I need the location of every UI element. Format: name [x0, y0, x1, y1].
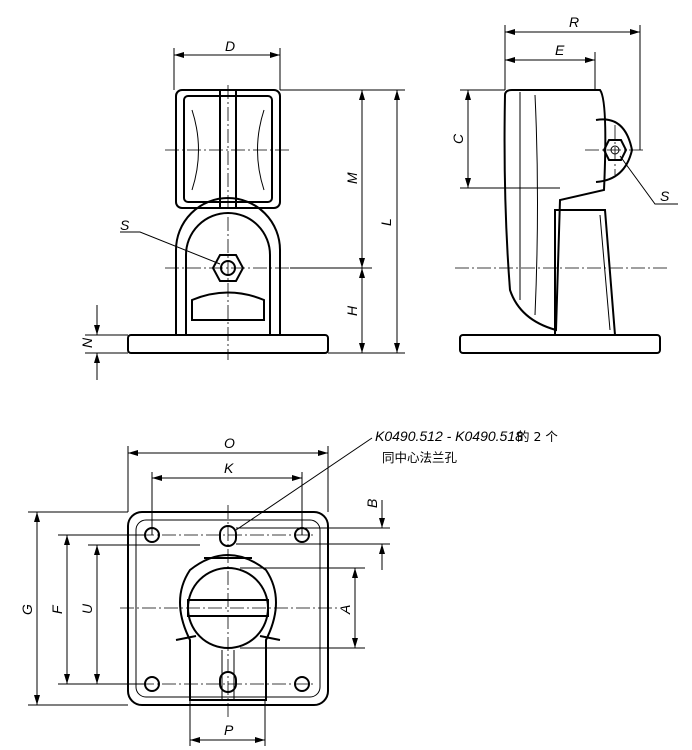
dim-label-s-side: S	[660, 188, 670, 204]
bottom-view: O K B G F U A P K0490.512 - K0490.518 的 …	[19, 428, 558, 746]
dim-label-c: C	[450, 133, 466, 144]
side-view: R E C S	[450, 14, 678, 354]
dim-label-a: A	[337, 605, 353, 615]
dim-label-k: K	[224, 460, 234, 476]
dim-label-o: O	[224, 435, 235, 451]
annotation-part-numbers: K0490.512 - K0490.518	[375, 428, 523, 444]
dim-label-s-front: S	[120, 217, 130, 233]
dim-label-n: N	[79, 337, 95, 348]
dim-label-e: E	[555, 42, 565, 58]
dim-label-r: R	[569, 14, 579, 30]
dim-label-b: B	[364, 499, 380, 508]
front-view: D M L H N S	[79, 38, 405, 380]
annotation-line1-suffix: 的 2 个	[517, 429, 558, 444]
dim-label-l: L	[378, 218, 394, 226]
dim-label-d: D	[225, 38, 235, 54]
dim-label-f: F	[49, 604, 65, 614]
dim-label-p: P	[224, 722, 234, 738]
dim-label-g: G	[19, 604, 35, 615]
annotation-line2: 同中心法兰孔	[382, 450, 458, 465]
dim-label-h: H	[344, 305, 360, 316]
dim-label-u: U	[79, 603, 95, 614]
dim-label-m: M	[344, 172, 360, 184]
